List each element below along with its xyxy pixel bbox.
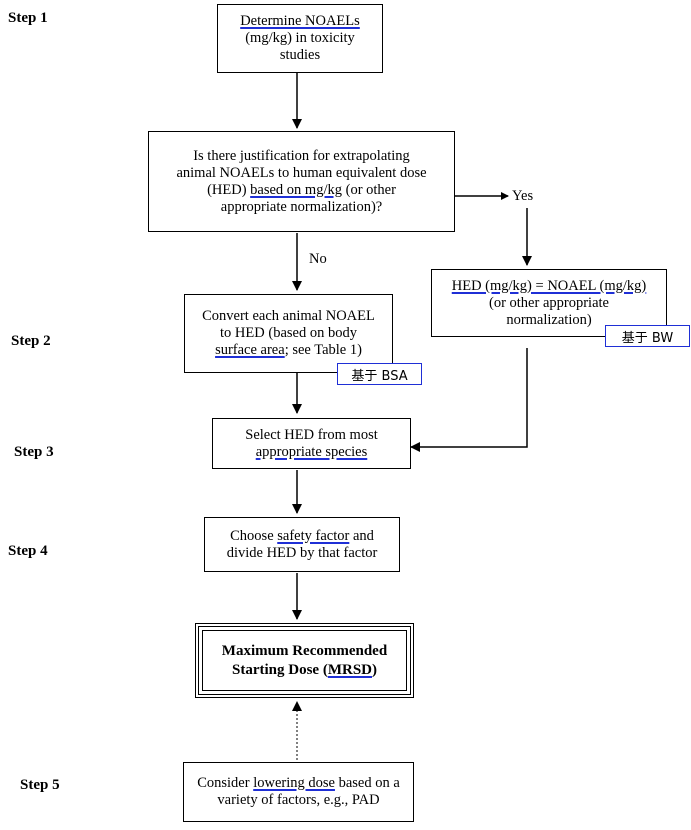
safety-line-1-underlined: safety factor	[277, 527, 350, 544]
mrsd-line-2: Starting Dose (MRSD)	[232, 661, 377, 680]
question-line-3-post: (or other	[341, 181, 396, 198]
select-line-1: Select HED from most	[245, 426, 378, 443]
mrsd-box: Maximum Recommended Starting Dose (MRSD)	[195, 623, 414, 698]
step-3-label: Step 3	[14, 444, 54, 460]
lower-line-1-underlined: lowering dose	[253, 775, 335, 791]
convert-line-3-post: ; see Table 1)	[284, 342, 362, 358]
select-line-2: appropriate species	[255, 443, 368, 460]
convert-line-3-underlined: surface area	[215, 342, 285, 358]
lower-line-1: Consider lowering dose based on a	[197, 775, 400, 792]
hed-bw-line-1: HED (mg/kg) = NOAEL (mg/kg)	[451, 277, 647, 294]
question-line-3-pre: (HED)	[207, 181, 251, 198]
step-2-label: Step 2	[11, 333, 51, 349]
safety-line-2: divide HED by that factor	[226, 544, 378, 561]
convert-line-3: surface area; see Table 1)	[215, 342, 362, 359]
arrow-hed-bw-to-select	[410, 348, 528, 452]
question-line-2: animal NOAELs to human equivalent dose	[176, 164, 427, 181]
question-line-3-underlined: based on mg/kg	[250, 181, 342, 198]
safety-line-1-post: and	[349, 527, 374, 544]
convert-line-2: to HED (based on body	[220, 325, 357, 341]
bw-annotation-tag: 基于 BW	[605, 325, 690, 347]
justification-question-box: Is there justification for extrapolating…	[148, 131, 455, 232]
convert-line-1: Convert each animal NOAEL	[202, 308, 375, 324]
safety-line-1: Choose safety factor and	[230, 528, 374, 545]
determine-noaels-box: Determine NOAELs (mg/kg) in toxicity stu…	[217, 4, 383, 73]
hed-bw-box: HED (mg/kg) = NOAEL (mg/kg) (or other ap…	[431, 269, 667, 337]
step-4-label: Step 4	[8, 543, 48, 559]
hed-bw-line-2: (or other appropriate	[489, 294, 609, 311]
mrsd-line-2-post: )	[372, 661, 377, 678]
lowering-dose-box: Consider lowering dose based on a variet…	[183, 762, 414, 822]
lower-line-1-pre: Consider	[197, 775, 254, 791]
convert-noael-box: Convert each animal NOAEL to HED (based …	[184, 294, 393, 373]
step-5-label: Step 5	[20, 777, 60, 793]
mrsd-line-2-pre: Starting Dose (	[232, 661, 328, 678]
step-1-label: Step 1	[8, 10, 48, 26]
question-line-3: (HED) based on mg/kg (or other	[207, 182, 396, 199]
no-label: No	[309, 251, 327, 267]
question-line-1: Is there justification for extrapolating	[193, 147, 410, 164]
mrsd-line-1: Maximum Recommended	[221, 642, 388, 659]
safety-line-1-pre: Choose	[230, 527, 278, 544]
select-hed-box: Select HED from most appropriate species	[212, 418, 411, 469]
lower-line-1-post: based on a	[334, 775, 400, 791]
mrsd-line-2-underlined: MRSD	[327, 661, 372, 678]
question-line-4: appropriate normalization)?	[220, 198, 383, 215]
safety-factor-box: Choose safety factor and divide HED by t…	[204, 517, 400, 572]
noaels-line-2: (mg/kg) in toxicity	[245, 30, 355, 46]
yes-label: Yes	[512, 188, 534, 204]
noaels-line-1: Determine NOAELs	[240, 13, 360, 29]
hed-bw-line-3: normalization)	[506, 311, 592, 328]
lower-line-2: variety of factors, e.g., PAD	[217, 792, 380, 808]
noaels-line-3: studies	[279, 47, 321, 63]
bsa-annotation-tag: 基于 BSA	[337, 363, 422, 385]
